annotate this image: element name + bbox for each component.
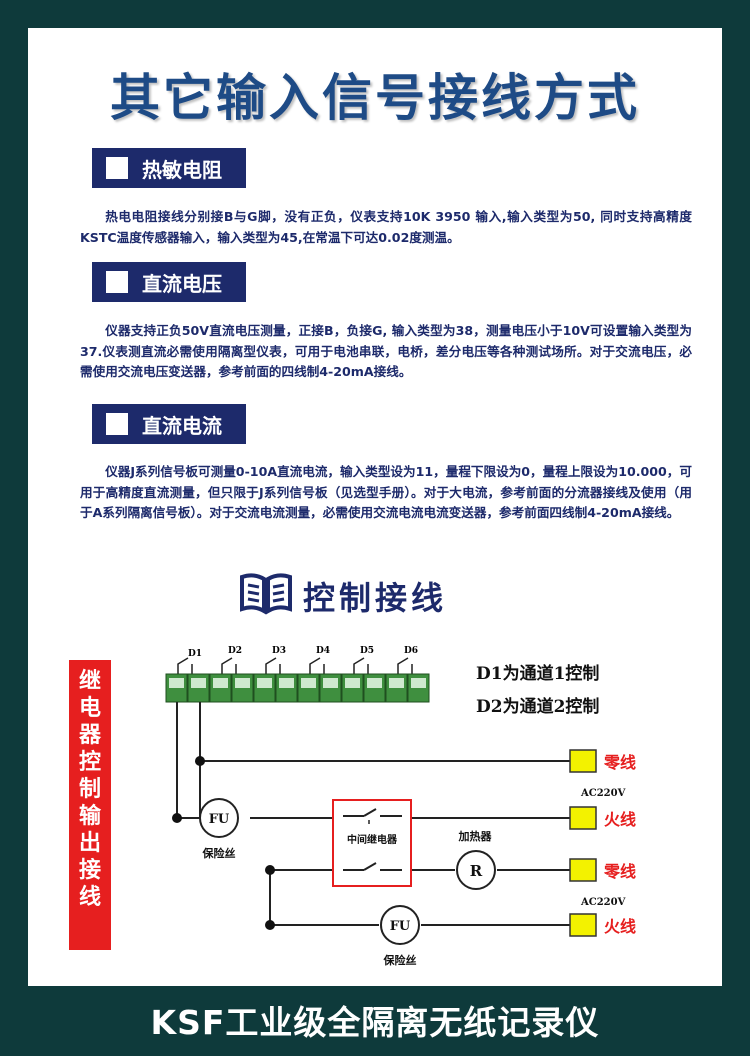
page-title: 其它输入信号接线方式 xyxy=(110,69,640,127)
terminal-block xyxy=(165,673,430,703)
terminal-screw xyxy=(213,678,228,688)
section-paragraph-dc-current: 仪器J系列信号板可测量0-10A直流电流，输入类型设为11，量程下限设为0，量程… xyxy=(80,464,692,520)
terminal-label: D5 xyxy=(360,646,374,656)
neutral-label: 零线 xyxy=(603,753,636,772)
fuse-icon xyxy=(199,798,239,838)
section-heading-label: 直流电压 xyxy=(142,271,222,296)
ac-voltage-label: AC220V xyxy=(580,788,626,799)
terminal-screw xyxy=(411,678,426,688)
content-panel: 其它输入信号接线方式 热敏电阻 热电电阻接线分别接B与G脚，没有正负，仪表支持1… xyxy=(28,28,722,986)
intermediate-relay xyxy=(332,799,412,887)
terminal-screw xyxy=(257,678,272,688)
terminal-screw xyxy=(301,678,316,688)
live-label: 火线 xyxy=(604,810,636,829)
terminal-screw xyxy=(323,678,338,688)
fuse-symbol: FU xyxy=(209,812,230,827)
fuse-icon xyxy=(380,905,420,945)
relay-output-label: 继 电 器 控 制 输 出 接 线 xyxy=(69,660,111,950)
relay-contact-icon xyxy=(353,657,369,674)
section-heading-dc-voltage: 直流电压 xyxy=(92,262,246,302)
square-bullet-icon xyxy=(106,413,128,435)
relay-contact-icon xyxy=(177,657,193,674)
terminal-screw xyxy=(389,678,404,688)
note-d1: D1为通道1控制 xyxy=(476,663,599,684)
ac-voltage-label: AC220V xyxy=(580,897,626,908)
terminal-screw xyxy=(345,678,360,688)
fuse-symbol: FU xyxy=(390,919,411,934)
wire-junctions xyxy=(172,756,275,930)
power-terminals xyxy=(569,749,597,937)
control-wiring-title: 控制接线 xyxy=(302,579,447,617)
section-heading-thermistor: 热敏电阻 xyxy=(92,148,246,188)
section-heading-label: 热敏电阻 xyxy=(142,157,222,182)
section-heading-label: 直流电流 xyxy=(142,413,222,438)
fuse-label: 保险丝 xyxy=(202,846,236,860)
live-label: 火线 xyxy=(604,917,636,936)
fuse-label: 保险丝 xyxy=(383,953,417,967)
section-heading-dc-current: 直流电流 xyxy=(92,404,246,444)
terminal-screw xyxy=(191,678,206,688)
terminal-label: D4 xyxy=(316,646,330,656)
terminal-screw xyxy=(235,678,250,688)
neutral-label: 零线 xyxy=(603,862,636,881)
section-paragraph-dc-voltage: 仪器支持正负50V直流电压测量，正接B，负接G, 输入类型为38，测量电压小于1… xyxy=(80,323,692,379)
square-bullet-icon xyxy=(106,271,128,293)
terminal-label: D2 xyxy=(228,646,242,656)
heater-symbol: R xyxy=(470,862,483,880)
relay-contact-icon xyxy=(309,657,325,674)
terminal-label: D1 xyxy=(188,649,202,659)
square-bullet-icon xyxy=(106,157,128,179)
terminal-screw xyxy=(367,678,382,688)
relay-contact-icon xyxy=(221,657,237,674)
book-icon xyxy=(240,573,292,615)
wires xyxy=(176,702,570,926)
footer-product-title: KSF工业级全隔离无纸记录仪 xyxy=(150,1003,600,1042)
relay-contact-icon xyxy=(265,657,281,674)
relay-label: 中间继电器 xyxy=(347,833,398,846)
section-paragraph-thermistor: 热电电阻接线分别接B与G脚，没有正负，仪表支持10K 3950 输入,输入类型为… xyxy=(80,209,692,245)
relay-contact-icon xyxy=(397,657,413,674)
heater-icon xyxy=(456,850,496,890)
relay-contacts xyxy=(177,657,413,674)
heater-label: 加热器 xyxy=(458,829,493,843)
note-d2: D2为通道2控制 xyxy=(476,696,599,717)
terminal-screw xyxy=(279,678,294,688)
terminal-screw xyxy=(169,678,184,688)
terminal-label: D3 xyxy=(272,646,286,656)
wiring-diagram: D1 D2 D3 D4 D5 D6 D1为通道1控制 D2为通道2控制 xyxy=(165,646,636,967)
terminal-label: D6 xyxy=(404,646,418,656)
